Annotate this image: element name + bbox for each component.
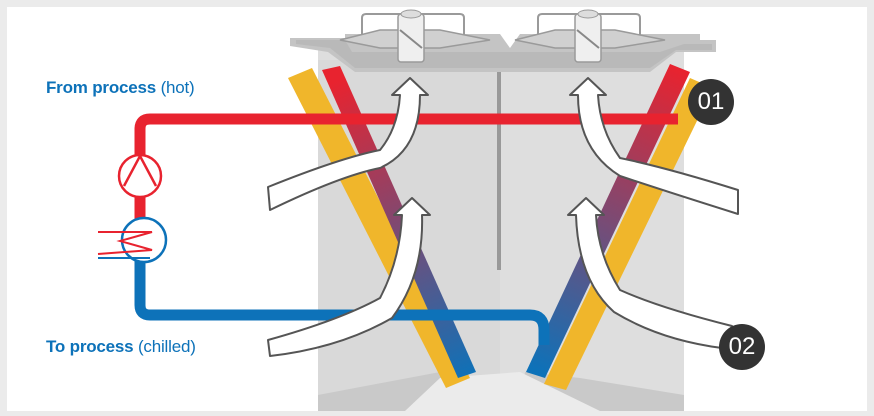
- fan-icon: [339, 9, 491, 63]
- fan-icon: [514, 9, 666, 63]
- airflow-arrow-icon: [267, 197, 431, 357]
- left-coil: [288, 66, 476, 388]
- heat-exchanger-icon: [97, 216, 168, 264]
- from-process-bold: From process: [46, 78, 157, 97]
- airflow-arrow-icon: [569, 77, 739, 215]
- pump-icon: [117, 153, 163, 199]
- airflow-arrow-icon: [267, 77, 429, 211]
- to-process-note: (chilled): [137, 337, 196, 356]
- to-process-bold: To process: [46, 337, 134, 356]
- right-coil: [526, 64, 713, 390]
- to-process-label: To process (chilled): [46, 337, 196, 357]
- badge-01: 01: [688, 79, 734, 125]
- badge-02: 02: [719, 324, 765, 370]
- airflow-arrow-icon: [567, 197, 733, 349]
- chilled-pipe: [134, 256, 550, 345]
- center-divider: [497, 70, 501, 270]
- from-process-note: (hot): [160, 78, 195, 97]
- from-process-label: From process (hot): [46, 78, 195, 98]
